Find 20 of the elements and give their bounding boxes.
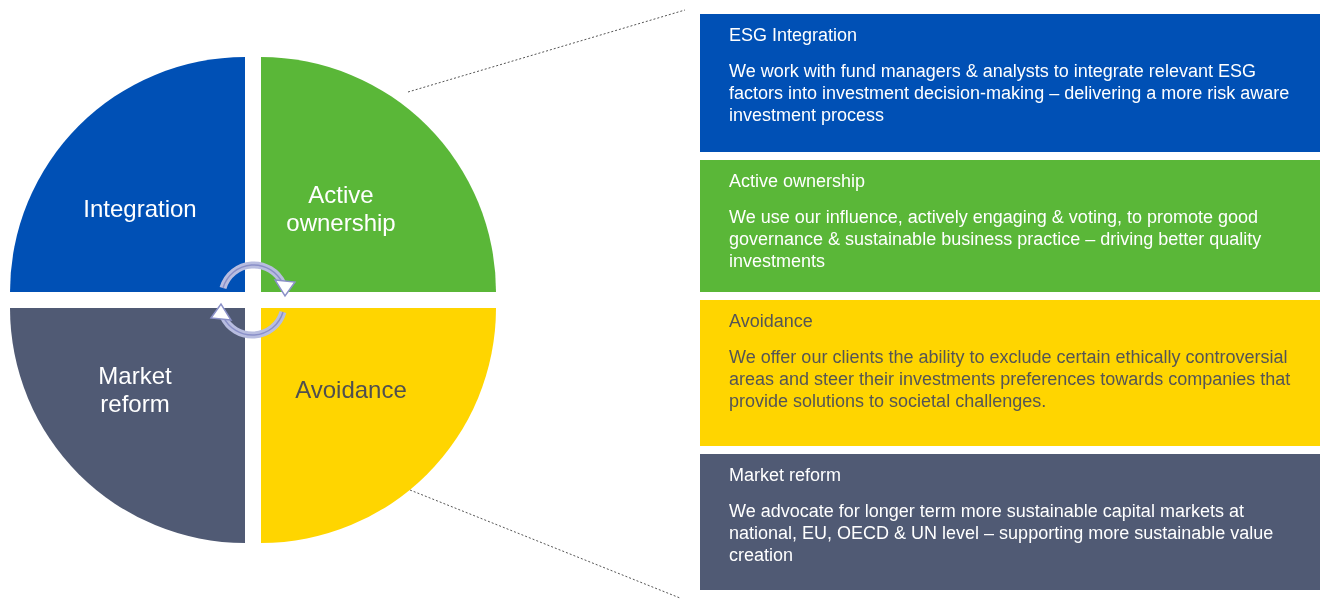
panel-text: We offer our clients the ability to exclude certain ethically controversial areas and steer their investments preferences towards companies that provide solutions to societal challenges. bbox=[729, 346, 1292, 412]
panel-heading: Avoidance bbox=[729, 310, 814, 332]
panel-heading: Market reform bbox=[729, 464, 843, 486]
quadrant-segment bbox=[10, 57, 245, 292]
panel-text: We use our influence, actively engaging & voting, to promote good governance & sustainable business practice – driving better quality investments bbox=[729, 206, 1263, 272]
quadrant-segment bbox=[261, 308, 496, 543]
segment-label: Market reform bbox=[97, 362, 173, 418]
description-panel bbox=[700, 160, 1320, 292]
segment-label: Avoidance bbox=[294, 376, 408, 404]
segment-label: Integration bbox=[82, 195, 198, 223]
panel-heading: Active ownership bbox=[729, 170, 867, 192]
quadrant-segment bbox=[261, 57, 496, 292]
description-panel bbox=[700, 300, 1320, 446]
segment-label: Active ownership bbox=[285, 181, 397, 237]
quadrant-segment bbox=[10, 308, 245, 543]
panel-heading: ESG Integration bbox=[729, 24, 859, 46]
description-panel bbox=[700, 14, 1320, 152]
panel-text: We work with fund managers & analysts to integrate relevant ESG factors into investment decision-making – delivering a more risk aware investment process bbox=[729, 60, 1291, 126]
panel-text: We advocate for longer term more sustainable capital markets at national, EU, OECD & UN level – supporting more sustainable value creation bbox=[729, 500, 1275, 566]
description-panel bbox=[700, 454, 1320, 590]
